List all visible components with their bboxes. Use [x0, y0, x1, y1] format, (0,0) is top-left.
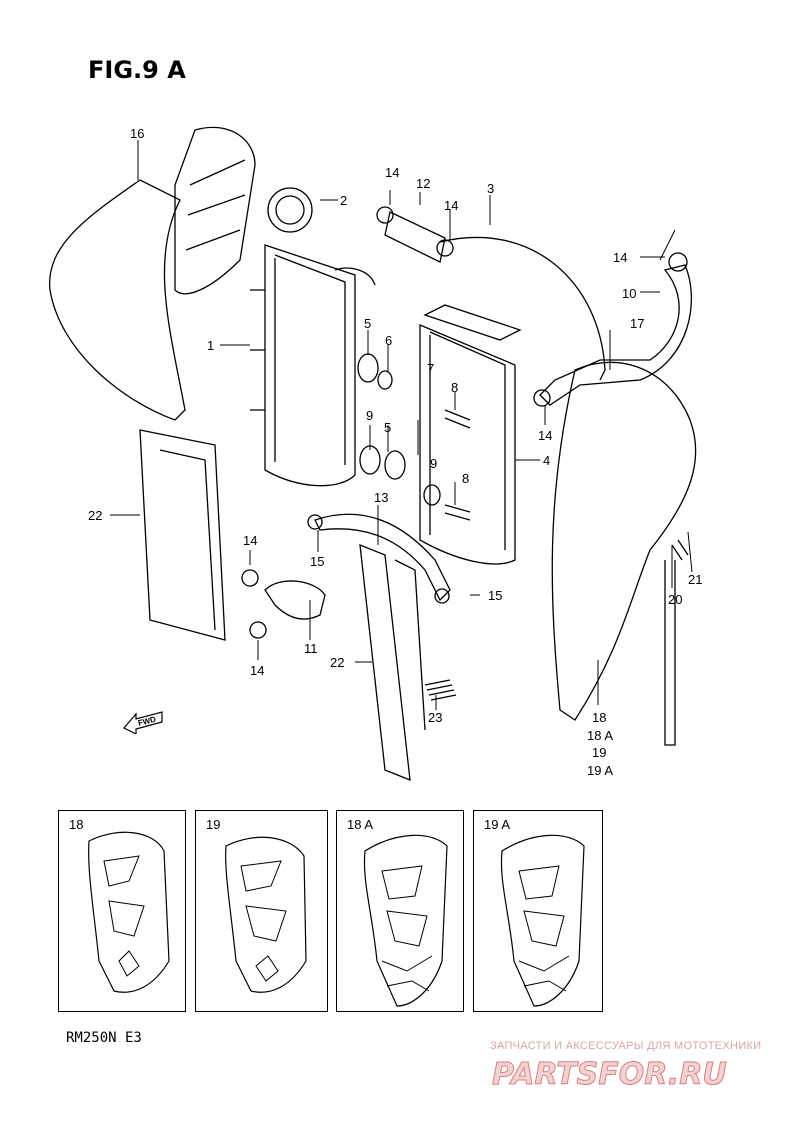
callout-7: 7	[427, 361, 434, 376]
callout-18: 18	[592, 710, 606, 725]
callout-4: 4	[543, 453, 550, 468]
callout-14f: 14	[250, 663, 264, 678]
callout-22a: 22	[88, 508, 102, 523]
forward-arrow-icon: FWD	[123, 711, 163, 734]
callout-14c: 14	[613, 250, 627, 265]
callout-6: 6	[385, 333, 392, 348]
inset-decal-18a: 18 A	[336, 810, 464, 1012]
left-radiator	[264, 244, 356, 487]
radiator-guard-left	[139, 429, 226, 641]
callout-12: 12	[416, 176, 430, 191]
callout-19: 19	[592, 745, 606, 760]
callout-21: 21	[688, 572, 702, 587]
decal-illustration	[225, 836, 307, 993]
hose-10	[539, 264, 692, 406]
callout-3: 3	[487, 181, 494, 196]
callout-5b: 5	[384, 420, 391, 435]
callout-8b: 8	[462, 471, 469, 486]
callout-18a: 18 A	[587, 728, 613, 743]
callout-9a: 9	[366, 408, 373, 423]
radiator-shroud-right	[551, 361, 697, 721]
inset-decal-19: 19	[195, 810, 328, 1012]
decal-illustration	[363, 834, 448, 1007]
inset-label: 19	[206, 817, 221, 832]
right-radiator	[419, 324, 516, 565]
callout-15b: 15	[488, 588, 502, 603]
radiator-guard-center	[359, 543, 411, 782]
callout-1: 1	[207, 338, 214, 353]
watermark-logo: PARTSFOR.RU	[492, 1057, 728, 1093]
callout-17: 17	[630, 316, 644, 331]
hose-3	[439, 236, 606, 381]
radiator-shroud	[49, 179, 186, 421]
inset-decal-19a: 19 A	[473, 810, 603, 1012]
fwd-label: FWD	[137, 715, 157, 728]
callout-14b: 14	[444, 198, 458, 213]
hose-13	[314, 513, 451, 602]
callout-14a: 14	[385, 165, 399, 180]
callout-14e: 14	[243, 533, 257, 548]
callout-8a: 8	[451, 380, 458, 395]
callout-13: 13	[374, 490, 388, 505]
exploded-parts-diagram: 16 2 3 4 5 6 7 8 8 9 5 9 1 12 14 14 14 1…	[49, 126, 702, 782]
inset-decal-18: 18	[58, 810, 186, 1012]
inset-label: 19 A	[484, 817, 511, 832]
callout-15a: 15	[310, 554, 324, 569]
callout-2: 2	[340, 193, 347, 208]
inset-label: 18 A	[347, 817, 374, 832]
hose-12	[384, 211, 446, 263]
model-code: RM250N E3	[66, 1030, 142, 1046]
callout-23: 23	[428, 710, 442, 725]
watermark-caption: ЗАПЧАСТИ И АКСЕССУАРЫ ДЛЯ МОТОТЕХНИКИ	[490, 1040, 762, 1052]
callout-5a: 5	[364, 316, 371, 331]
callout-11: 11	[304, 641, 318, 656]
hose-11	[264, 580, 326, 620]
watermark-logo-text: PARTSFOR.RU	[492, 1057, 727, 1092]
callout-22b: 22	[330, 655, 344, 670]
callout-16: 16	[130, 126, 144, 141]
decal-illustration	[500, 834, 585, 1007]
callout-14d: 14	[538, 428, 552, 443]
callout-20: 20	[668, 592, 682, 607]
inset-label: 18	[69, 817, 84, 832]
callout-9b: 9	[430, 456, 437, 471]
figure-title: FIG.9 A	[88, 56, 186, 84]
callout-19a: 19 A	[587, 763, 613, 778]
decal-illustration	[88, 831, 170, 993]
callout-10: 10	[622, 286, 636, 301]
